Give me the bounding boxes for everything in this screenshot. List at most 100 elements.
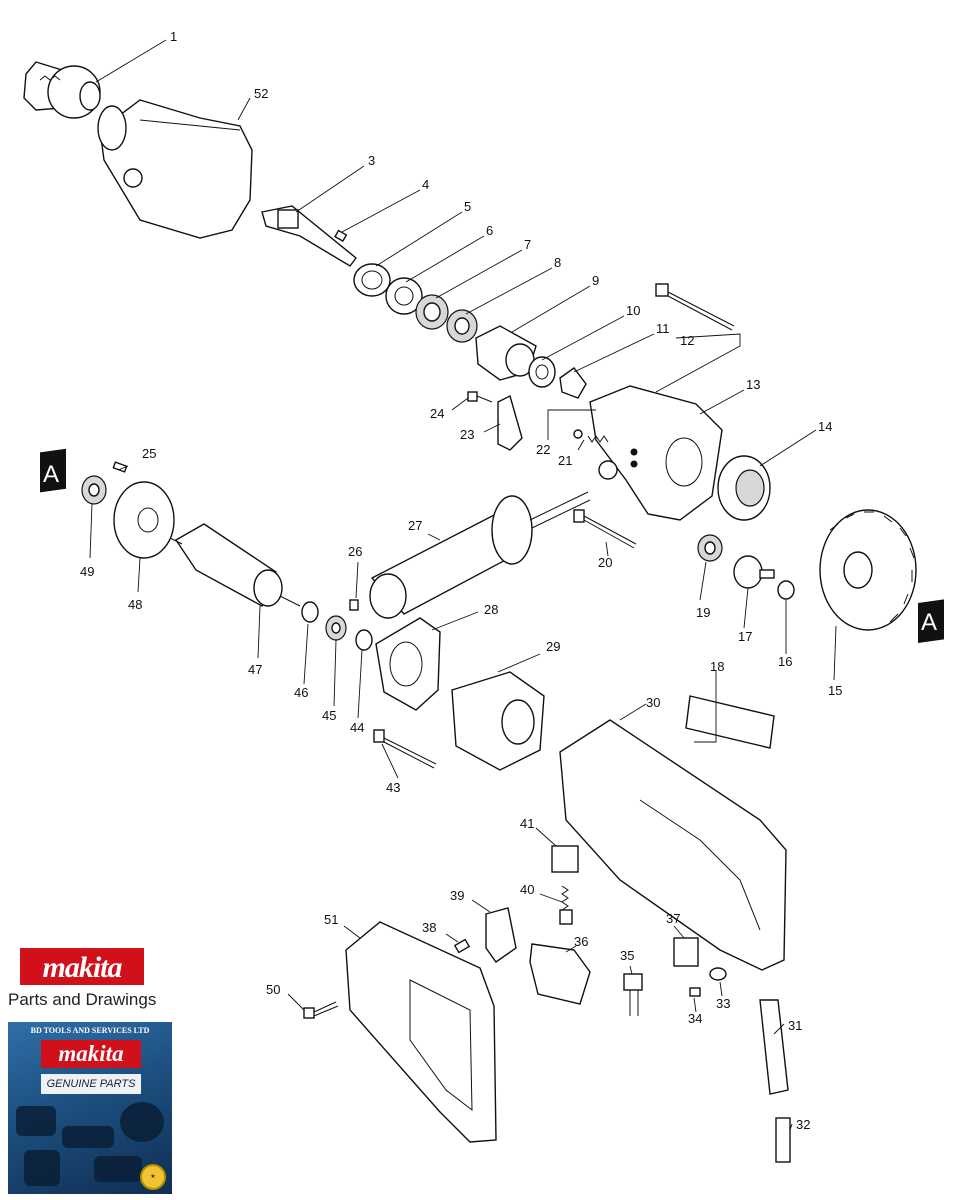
part-number: 44	[350, 720, 364, 735]
reference-marker-a-right: A	[918, 599, 944, 643]
part-19-ball-bearing	[697, 534, 723, 562]
part-number: 43	[386, 780, 400, 795]
part-number: 34	[688, 1011, 702, 1026]
part-51-handle-set	[345, 921, 497, 1143]
part-number: 13	[746, 377, 760, 392]
part-number: 35	[620, 948, 634, 963]
part-number: 14	[818, 419, 832, 434]
part-30-motor-housing	[559, 719, 787, 971]
banner-company-name: BD TOOLS AND SERVICES LTD	[30, 1026, 150, 1035]
part-number: 7	[524, 237, 531, 252]
part-number: 47	[248, 662, 262, 677]
part-29-field	[451, 671, 545, 771]
part-28-baffle-plate	[375, 617, 441, 711]
part-number-labels: 1 52 3 4 5 6 7 8 9 10 11 12 13 14 15 16 …	[80, 29, 842, 1132]
reference-marker-a-left: A	[40, 448, 66, 493]
part-number: 36	[574, 934, 588, 949]
part-number: 41	[520, 816, 534, 831]
part-22-steel-ball	[573, 429, 583, 439]
part-number: 52	[254, 86, 268, 101]
part-34-tapping-screw	[689, 987, 701, 997]
part-number: 46	[294, 685, 308, 700]
part-number: 31	[788, 1018, 802, 1033]
part-number: 27	[408, 518, 422, 533]
makita-logo: makita	[20, 948, 144, 988]
part-number: 26	[348, 544, 362, 559]
part-48-fan	[113, 481, 175, 559]
banner-genuine-parts-label: GENUINE PARTS	[41, 1074, 141, 1094]
part-number: 28	[484, 602, 498, 617]
part-number: 38	[422, 920, 436, 935]
tool-image-drill	[16, 1106, 56, 1136]
part-number: 51	[324, 912, 338, 927]
part-23-change-lever	[497, 394, 523, 451]
genuine-parts-banner: BD TOOLS AND SERVICES LTD makita GENUINE…	[8, 1022, 172, 1194]
leader-lines	[89, 39, 837, 1131]
part-number: 32	[796, 1117, 810, 1132]
part-9-sleeve	[475, 325, 537, 381]
part-47-armature	[169, 523, 301, 607]
tool-image-impact	[24, 1150, 60, 1186]
part-15-spur-gear	[819, 509, 917, 631]
tool-image-grinder	[62, 1126, 114, 1148]
part-number: 29	[546, 639, 560, 654]
part-32-cord	[775, 1117, 791, 1163]
part-number: 39	[450, 888, 464, 903]
part-1-drill-chuck	[23, 61, 101, 119]
part-number: 22	[536, 442, 550, 457]
part-4-key	[334, 229, 348, 243]
part-44-flat-washer	[355, 629, 373, 651]
part-50-tapping-screw	[303, 1001, 339, 1019]
svg-text:A: A	[921, 609, 937, 636]
part-number: 25	[142, 446, 156, 461]
part-10-spur-gear	[528, 356, 556, 388]
part-13-bearing-box	[589, 385, 723, 521]
part-number: 37	[666, 911, 680, 926]
part-number: 4	[422, 177, 429, 192]
part-38-pin	[453, 938, 471, 954]
part-number: 40	[520, 882, 534, 897]
part-number: 10	[626, 303, 640, 318]
part-12-pan-head-screw	[655, 283, 735, 331]
part-number: 8	[554, 255, 561, 270]
part-18-name-plate	[685, 695, 775, 749]
part-number: 45	[322, 708, 336, 723]
part-number: 21	[558, 453, 572, 468]
part-40-carbon-brush	[559, 885, 573, 925]
part-46-flat-washer	[301, 601, 319, 623]
part-37-capacitor	[673, 937, 699, 967]
part-number: 9	[592, 273, 599, 288]
part-number: 17	[738, 629, 752, 644]
part-number: 3	[368, 153, 375, 168]
part-number: 20	[598, 555, 612, 570]
part-3-spindle	[261, 205, 357, 267]
part-17-spur-gear	[733, 555, 775, 589]
banner-makita-logo: makita	[41, 1040, 141, 1068]
part-52-gear-housing	[97, 99, 253, 239]
part-27-side-handle	[369, 491, 591, 619]
part-35-noise-suppressor	[623, 973, 643, 1016]
part-45-ball-bearing	[325, 615, 347, 641]
part-41-brush-holder	[551, 845, 579, 873]
branding-block: makita Parts and Drawings BD TOOLS AND S…	[6, 948, 174, 1194]
part-number: 24	[430, 406, 444, 421]
part-number: 18	[710, 659, 724, 674]
part-16-flat-washer	[777, 580, 795, 600]
part-number: 23	[460, 427, 474, 442]
part-number: 16	[778, 654, 792, 669]
quality-badge-icon: ★	[140, 1164, 166, 1190]
part-number: 5	[464, 199, 471, 214]
part-26-pin	[349, 599, 359, 611]
part-number: 1	[170, 29, 177, 44]
part-43-pan-head-screw	[373, 729, 437, 769]
part-49-ball-bearing	[81, 475, 107, 505]
part-24-pan-head-screw	[467, 391, 493, 403]
part-number: 19	[696, 605, 710, 620]
svg-text:A: A	[43, 461, 59, 488]
part-number: 15	[828, 683, 842, 698]
part-14-helical-gear	[717, 455, 771, 521]
part-number: 11	[656, 321, 670, 336]
part-36-switch	[529, 943, 591, 1005]
part-33-strain-relief	[709, 967, 727, 981]
parts-and-drawings-caption: Parts and Drawings	[8, 990, 157, 1009]
